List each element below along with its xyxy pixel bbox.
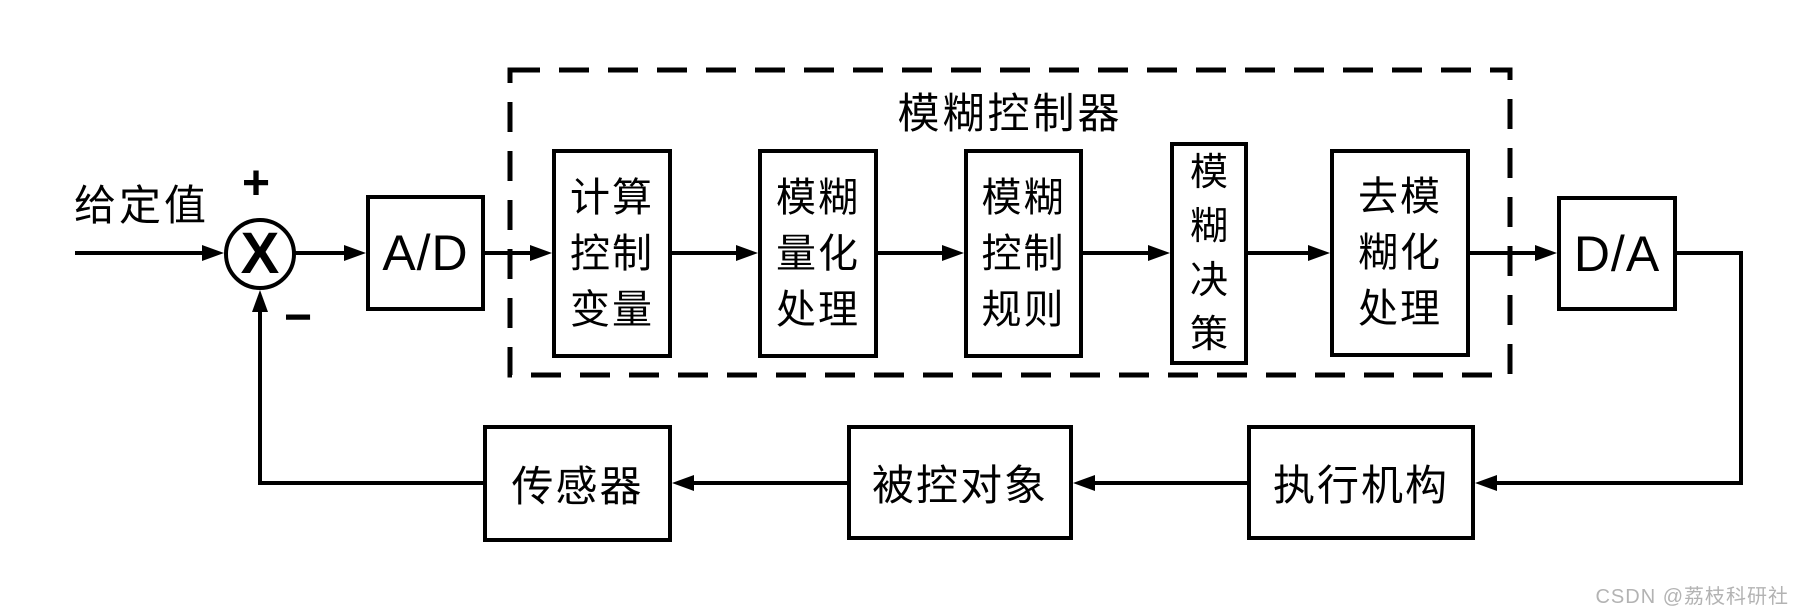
box-line: 糊化 <box>1358 231 1442 275</box>
ad-converter-box: A/D <box>366 195 485 311</box>
plus-sign: + <box>241 157 271 210</box>
box-line: 计算 <box>570 175 654 220</box>
compute-control-variable-box: 计算 控制 变量 <box>552 149 672 358</box>
quantize-to-rules-arrowhead <box>942 245 964 261</box>
box-line: 控制 <box>570 231 654 276</box>
box-line: 模糊 <box>776 175 860 220</box>
box-line: 决 <box>1189 259 1228 302</box>
da-to-actuator-line <box>1497 251 1743 485</box>
sum-to-ad-arrowhead <box>344 245 366 261</box>
fuzzy-controller-dashed-frame <box>507 67 1513 378</box>
ad-converter-label: A/D <box>382 225 469 281</box>
fuzzy-decision-box: 模 糊 决 策 <box>1170 142 1248 365</box>
box-line: 去模 <box>1358 175 1442 219</box>
setpoint-label: 给定值 <box>74 182 210 229</box>
box-line: 量化 <box>776 231 860 276</box>
box-line: 模糊 <box>981 175 1066 220</box>
minus-sign: − <box>283 291 313 344</box>
setpoint-input-arrowhead <box>202 245 224 261</box>
fuzzy-controller-title: 模糊控制器 <box>897 90 1123 137</box>
da-to-actuator-arrowhead <box>1475 475 1497 491</box>
actuator-to-plant-arrowhead <box>1073 475 1095 491</box>
sensor-box: 传感器 <box>483 425 672 542</box>
summing-junction-symbol: X <box>240 220 280 286</box>
rules-to-decision-arrowhead <box>1148 245 1170 261</box>
feedback-arrowhead <box>252 290 268 312</box>
box-line: 糊 <box>1189 205 1228 248</box>
box-line: 模 <box>1189 151 1228 194</box>
decision-to-defuzzify-arrowhead <box>1308 245 1330 261</box>
box-line: 变量 <box>570 287 654 332</box>
compute-to-quantize-arrowhead <box>736 245 758 261</box>
box-line: 控制 <box>981 231 1066 276</box>
controlled-plant-box: 被控对象 <box>847 425 1073 540</box>
controlled-plant-label: 被控对象 <box>871 462 1048 509</box>
defuzzification-box: 去模 糊化 处理 <box>1330 149 1470 357</box>
defuzzify-to-da-arrowhead <box>1535 245 1557 261</box>
plant-to-sensor-arrowhead <box>672 475 694 491</box>
da-converter-box: D/A <box>1557 196 1677 311</box>
box-line: 处理 <box>1358 287 1442 331</box>
fuzzy-control-rules-box: 模糊 控制 规则 <box>964 149 1083 358</box>
actuator-label: 执行机构 <box>1272 462 1449 509</box>
actuator-box: 执行机构 <box>1247 425 1475 540</box>
box-line: 策 <box>1189 313 1228 356</box>
feedback-line <box>258 312 483 485</box>
csdn-watermark: CSDN @荔枝科研社 <box>1595 586 1789 608</box>
box-line: 规则 <box>981 287 1066 332</box>
fuzzy-quantization-box: 模糊 量化 处理 <box>758 149 878 358</box>
ad-to-compute-arrowhead <box>530 245 552 261</box>
sensor-label: 传感器 <box>511 463 644 510</box>
da-converter-label: D/A <box>1573 225 1661 282</box>
box-line: 处理 <box>776 287 860 332</box>
